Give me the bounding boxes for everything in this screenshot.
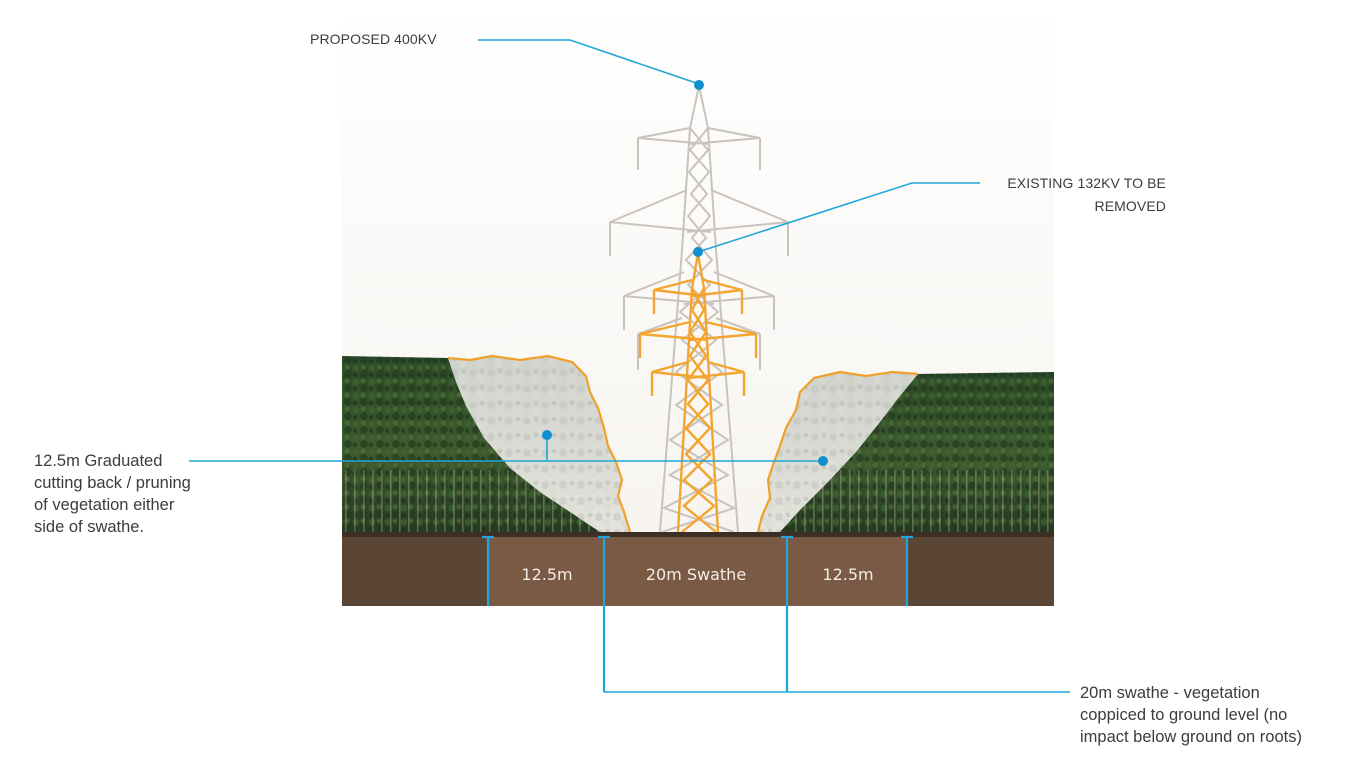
pylon-icon bbox=[638, 253, 758, 533]
left-pruned-outline bbox=[447, 354, 632, 533]
swathe-soil bbox=[488, 537, 908, 606]
leader-proposed bbox=[478, 39, 700, 85]
swathe-label-line1: 20m swathe - vegetation bbox=[1080, 684, 1260, 702]
graduated-label-line2: cutting back / pruning bbox=[34, 474, 191, 492]
dot-left-pruned bbox=[542, 430, 552, 440]
graduated-label-line1: 12.5m Graduated bbox=[34, 452, 163, 470]
existing-132kv-label-line1: EXISTING 132KV TO BE bbox=[1007, 175, 1166, 191]
leader-existing bbox=[697, 182, 980, 253]
existing-132kv-label-line2: REMOVED bbox=[1094, 198, 1166, 214]
dot-proposed bbox=[694, 80, 704, 90]
ground-markers bbox=[482, 535, 913, 692]
swathe-label-line3: impact below ground on roots) bbox=[1080, 728, 1302, 746]
swathe-label-line2: coppiced to ground level (no bbox=[1080, 706, 1288, 724]
dot-right-pruned bbox=[818, 456, 828, 466]
pylon-icon bbox=[609, 85, 789, 533]
right-pruned-outline bbox=[756, 370, 919, 533]
leader-lines bbox=[189, 39, 1070, 693]
tree-line-icon bbox=[776, 372, 1054, 532]
leader-dots bbox=[542, 80, 828, 466]
dot-existing bbox=[693, 247, 703, 257]
graduated-label-line4: side of swathe. bbox=[34, 518, 145, 536]
ground-label-left: 12.5m bbox=[521, 565, 573, 584]
graduated-label-line3: of vegetation either bbox=[34, 496, 175, 514]
proposed-400kv-label: PROPOSED 400KV bbox=[310, 31, 437, 47]
ground-label-right: 12.5m bbox=[822, 565, 874, 584]
ground-label-center: 20m Swathe bbox=[645, 565, 747, 584]
